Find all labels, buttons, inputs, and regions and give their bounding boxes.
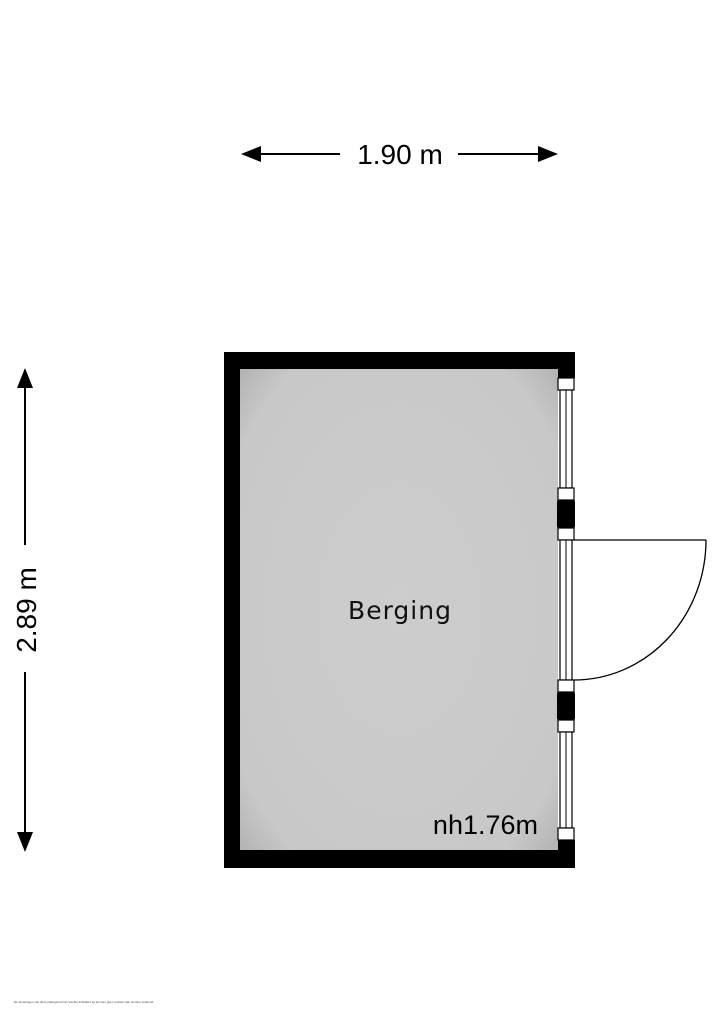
- width-dimension-label: 1.90 m: [357, 139, 443, 170]
- window-top-frame-lower: [557, 487, 575, 501]
- window-bottom: [557, 719, 575, 841]
- height-dimension-label: 2.89 m: [11, 567, 42, 653]
- door-frame-lower: [557, 679, 575, 693]
- door-frame-upper: [557, 527, 575, 541]
- door-jamb-bottom: [557, 692, 575, 720]
- disclaimer-text: De afmetingen van deze plattegrond zijn …: [14, 1000, 154, 1004]
- height-dimension: 2.89 m: [11, 368, 42, 852]
- door: [557, 527, 707, 693]
- door-swing-arc: [573, 539, 707, 681]
- width-arrow-right: [538, 146, 558, 162]
- width-arrow-left: [241, 146, 261, 162]
- ceiling-height-label: nh1.76m: [433, 810, 538, 840]
- window-bottom-frame-upper: [557, 719, 575, 733]
- height-arrow-bottom: [17, 832, 33, 852]
- room-floor: [240, 369, 558, 850]
- room-name: Berging: [348, 596, 452, 625]
- door-jamb-top: [557, 500, 575, 528]
- height-arrow-top: [17, 368, 33, 388]
- window-bottom-frame-lower: [557, 827, 575, 841]
- window-top: [557, 377, 575, 501]
- window-top-frame-upper: [557, 377, 575, 391]
- width-dimension: 1.90 m: [241, 139, 558, 170]
